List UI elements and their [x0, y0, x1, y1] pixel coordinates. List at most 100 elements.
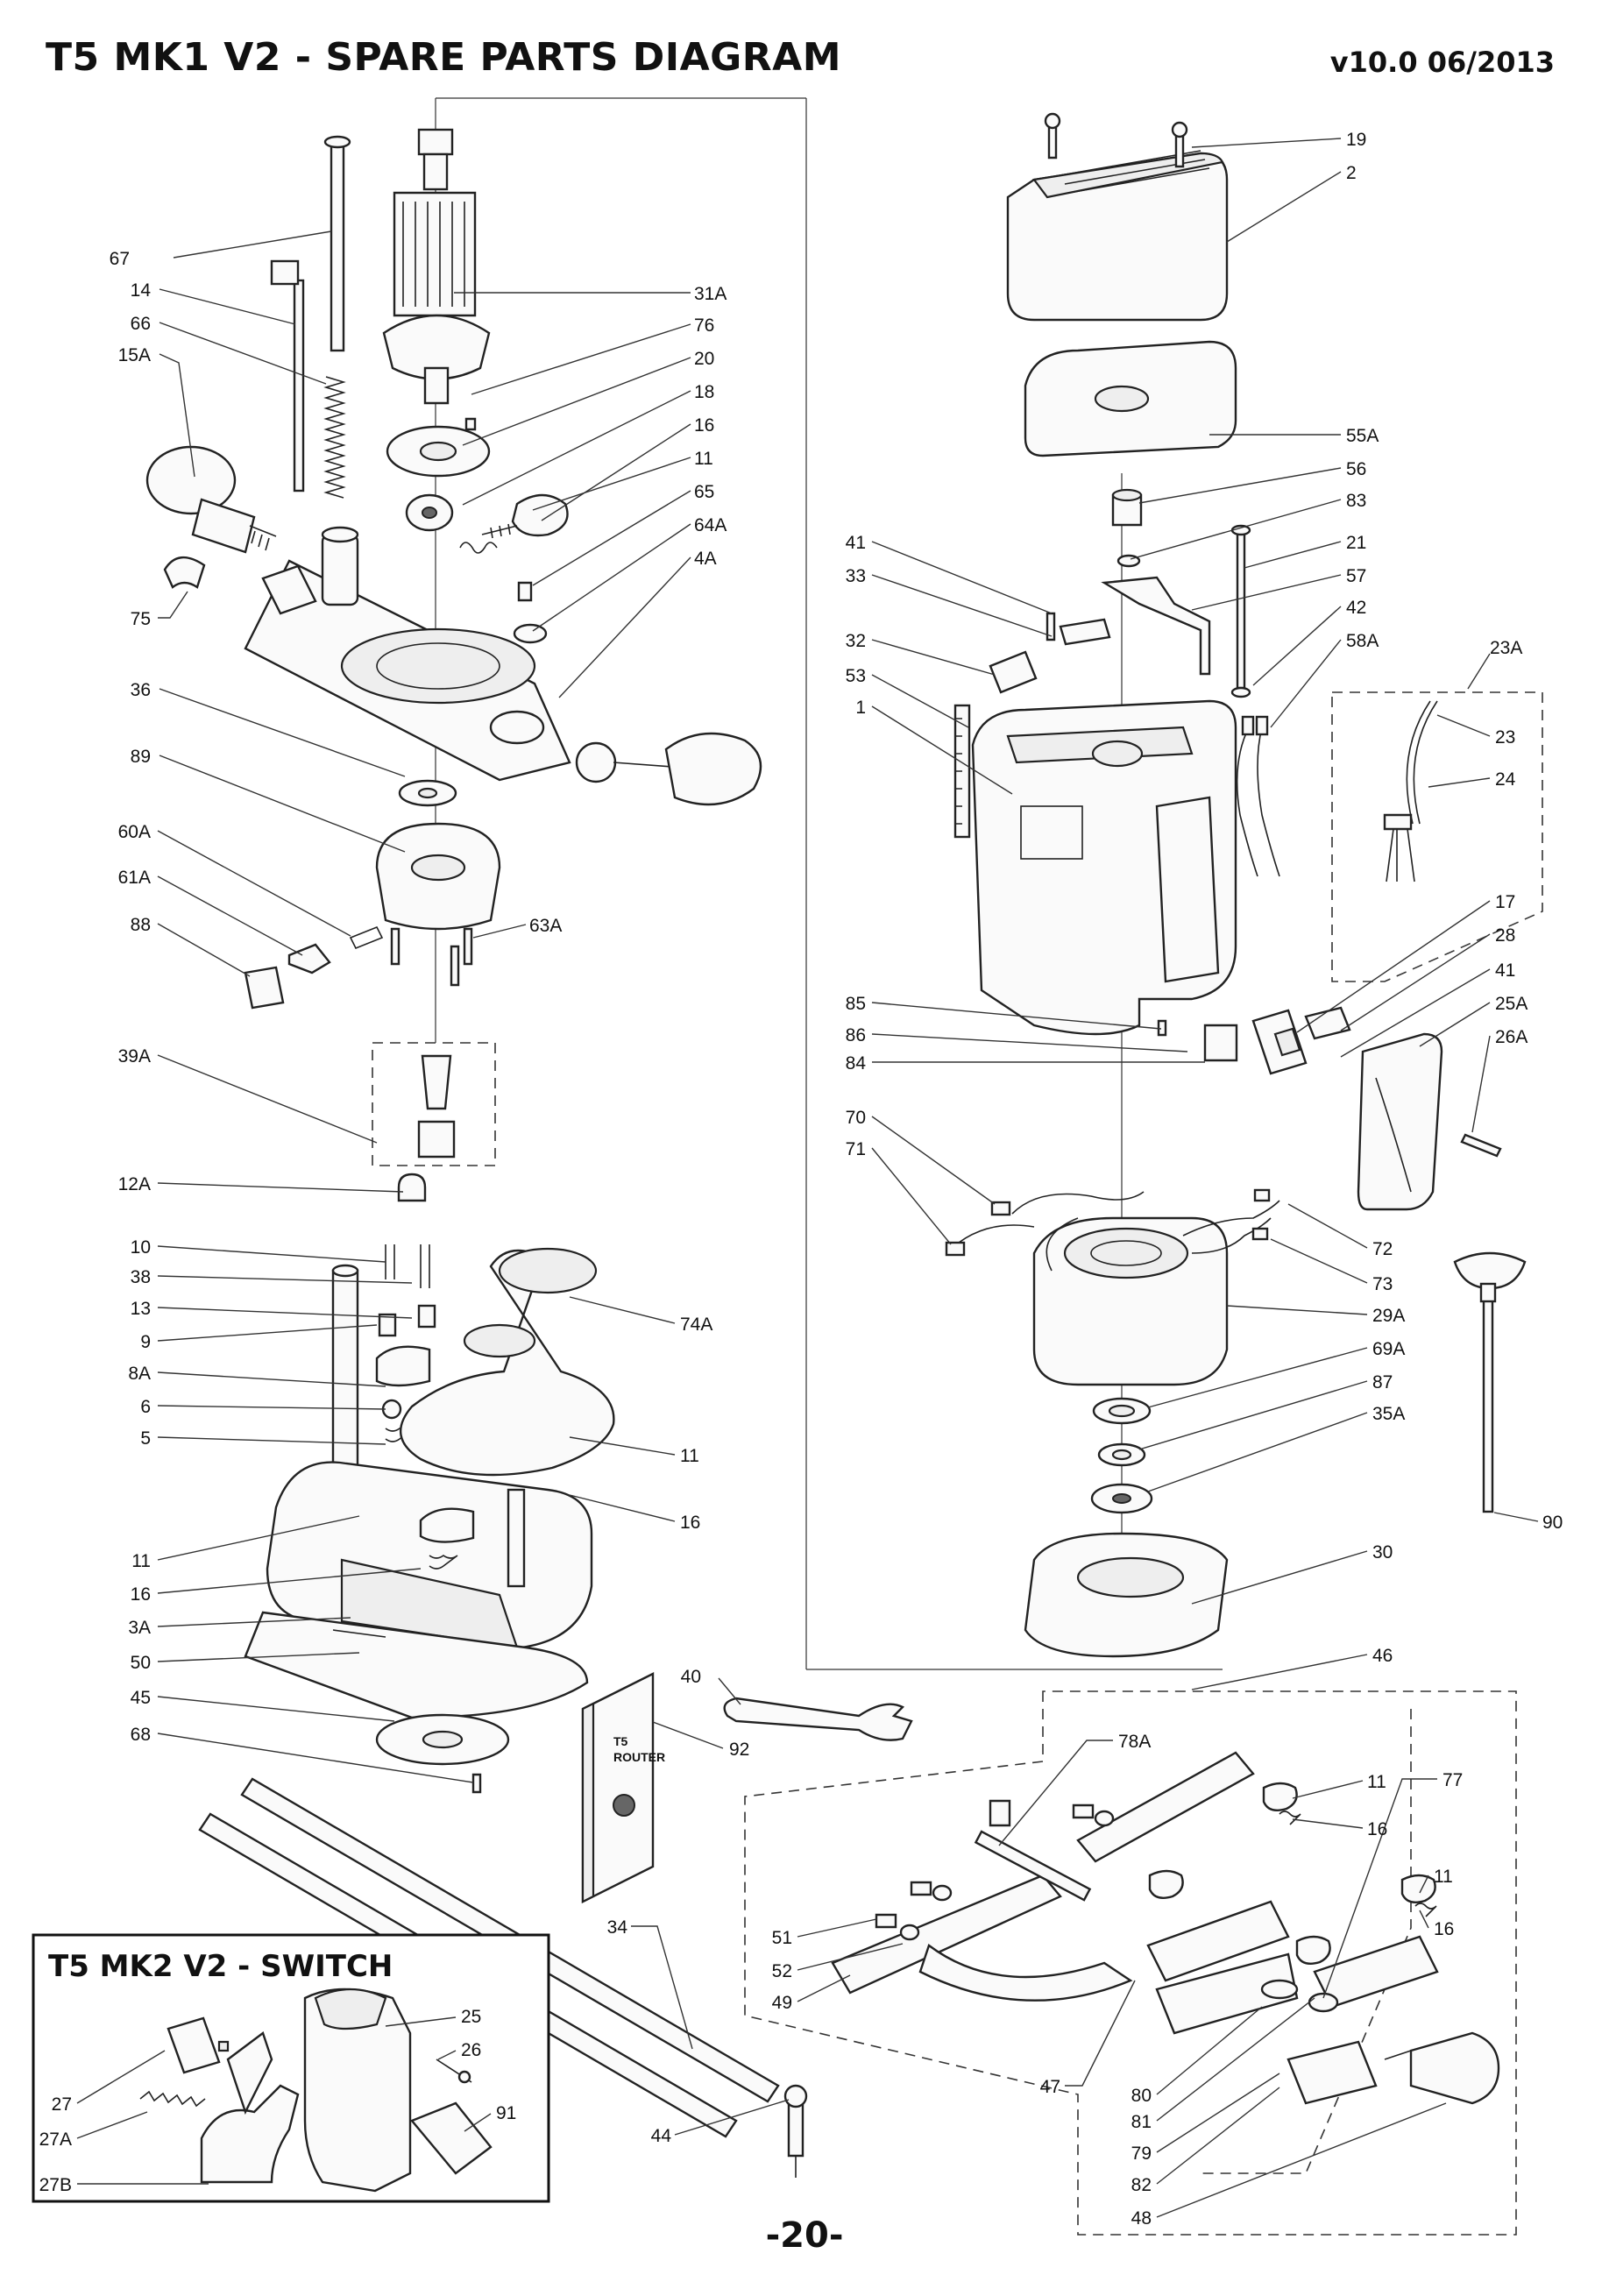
callout: 84 [846, 1053, 867, 1074]
callout: 57 [1346, 566, 1366, 586]
clip-75 [163, 556, 206, 589]
callout: 12A [118, 1174, 151, 1194]
callout: 89 [131, 747, 151, 767]
inset-switch-panel: T5 MK2 V2 - SWITCH [32, 1933, 550, 2203]
callout: 77 [1442, 1770, 1463, 1790]
callout: 46 [1372, 1646, 1393, 1666]
fence-carriage [1146, 1900, 1439, 2035]
bearing-parts-20-18 [386, 417, 491, 532]
callout: 55A [1346, 426, 1379, 446]
callout: 11 [1434, 1867, 1453, 1887]
spring-66 [323, 376, 346, 499]
callout: 75 [131, 609, 151, 629]
page-number: -20- [765, 2215, 844, 2256]
version-label: v10.0 06/2013 [1329, 46, 1555, 79]
bearings-69A-87-35A [1090, 1397, 1153, 1514]
callout: 27B [39, 2175, 72, 2195]
callout: 45 [131, 1688, 151, 1708]
motor-housing-1 [953, 699, 1237, 1036]
callout: 50 [131, 1653, 151, 1673]
callout: 2 [1346, 163, 1357, 183]
callout-labels-inset: 25 26 91 27 27A 27B [39, 2007, 517, 2195]
callout: 27 [52, 2094, 72, 2115]
callout: 88 [131, 915, 151, 935]
callout: 56 [1346, 459, 1366, 479]
depth-rod-14 [270, 259, 305, 493]
callout: 81 [1131, 2112, 1152, 2132]
callout: 73 [1372, 1274, 1393, 1294]
booklet-subtitle: ROUTER [613, 1750, 665, 1764]
callout: 90 [1542, 1513, 1563, 1533]
callout: 87 [1372, 1372, 1393, 1392]
callout: 39A [118, 1046, 151, 1067]
booklet-brand: T5 [613, 1734, 628, 1748]
callout: 25 [461, 2007, 481, 2027]
switch-17-28 [1157, 1006, 1351, 1075]
callout: 69A [1372, 1339, 1405, 1359]
callout: 53 [846, 666, 866, 686]
callout: 71 [846, 1139, 866, 1159]
side-fence-78A-49-47 [831, 1751, 1255, 2002]
callout: 52 [772, 1961, 792, 1981]
callout: 85 [846, 994, 866, 1014]
base-plate-60A [375, 822, 501, 931]
callout: 82 [1131, 2175, 1152, 2195]
callout: 16 [680, 1513, 700, 1533]
knob-15A [145, 445, 277, 554]
callout: 31A [694, 284, 727, 304]
callout: 42 [1346, 598, 1366, 618]
callout: 20 [694, 349, 714, 369]
plunger-rod-67 [323, 135, 351, 352]
callout: 34 [607, 1917, 628, 1938]
callout: 27A [39, 2129, 72, 2150]
callout: 78A [1118, 1732, 1151, 1752]
callout: 51 [772, 1928, 792, 1948]
callout: 19 [1346, 130, 1366, 150]
callout-labels-right-right: 19 2 55A 56 83 21 57 42 58A 23A 23 24 17… [1346, 130, 1563, 1666]
callout: 23A [1490, 638, 1522, 658]
spring-clip-61A-88 [244, 925, 384, 1010]
callout: 13 [131, 1299, 151, 1319]
callout: 16 [1367, 1819, 1387, 1839]
callout: 70 [846, 1108, 866, 1128]
guide-bush-45-68 [375, 1713, 510, 1794]
callout: 1 [855, 698, 866, 718]
callout: 16 [1434, 1919, 1454, 1939]
callout: 80 [1131, 2086, 1152, 2106]
inset-spring-27A [139, 2090, 206, 2108]
callout: 16 [131, 1584, 151, 1605]
page-title: T5 MK1 V2 - SPARE PARTS DIAGRAM [46, 35, 842, 80]
callout: 92 [729, 1740, 749, 1760]
callout: 47 [1040, 2077, 1060, 2097]
callout: 38 [131, 1267, 151, 1287]
callout: 65 [694, 482, 714, 502]
booklet-92: T5 ROUTER [581, 1672, 665, 1903]
inset-housing-25 [303, 1988, 412, 2193]
callout: 61A [118, 868, 151, 888]
callout: 30 [1372, 1542, 1393, 1563]
callout: 26 [461, 2040, 481, 2060]
callout: 11 [694, 449, 713, 469]
lock-knob-11 [459, 493, 569, 554]
brush-holders-57-32-33 [989, 576, 1211, 694]
depth-stop-column [331, 1264, 359, 1492]
callout: 28 [1495, 925, 1515, 946]
motor-housing-plate-4A [244, 526, 762, 806]
spanner-40 [723, 1697, 913, 1741]
inset-cover-91 [410, 2101, 493, 2175]
callout: 24 [1495, 769, 1516, 790]
callout: 14 [131, 280, 152, 301]
fence-screws-51-52 [875, 1803, 1115, 1941]
leader-lines [76, 138, 1539, 2218]
wires-58A [1236, 715, 1280, 877]
callout: 41 [846, 533, 866, 553]
callout: 32 [846, 631, 866, 651]
callout: 67 [110, 249, 130, 269]
fan-housing-30 [1024, 1532, 1229, 1658]
collet-box-39A [372, 1042, 496, 1166]
shaft-lock-90 [1453, 1251, 1527, 1513]
callout: 60A [118, 822, 151, 842]
callout: 29A [1372, 1306, 1405, 1326]
guide-screw-44 [783, 2084, 808, 2178]
